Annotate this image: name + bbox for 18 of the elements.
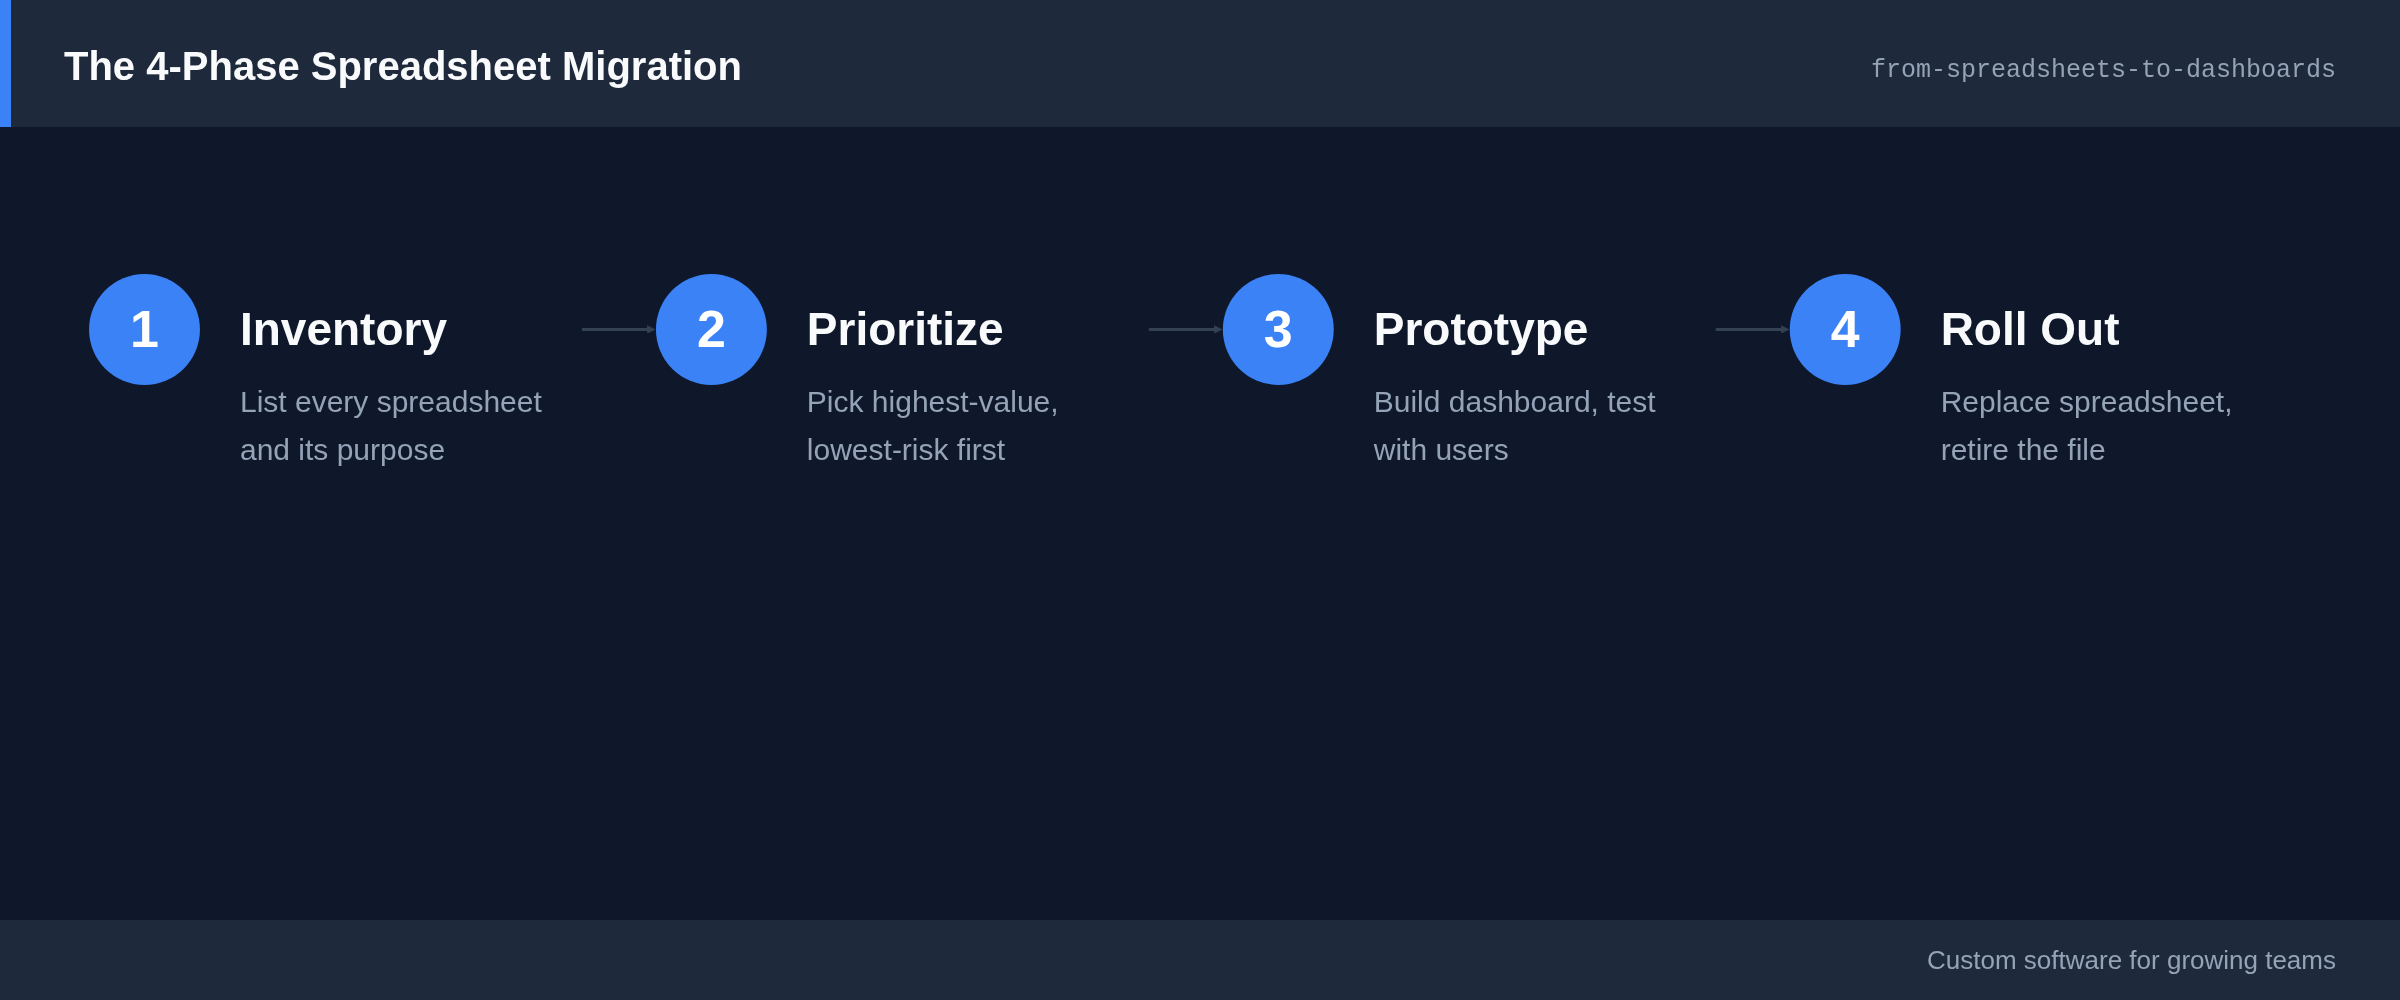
step-heading: Roll Out (1940, 302, 2121, 358)
arrow (581, 325, 656, 334)
step-description: Pick highest-value, lowest-risk first (806, 384, 1060, 469)
step-heading: Inventory (239, 302, 448, 358)
step-heading: Prototype (1373, 302, 1590, 358)
arrow (1715, 325, 1790, 334)
node-circle: 2 (655, 274, 767, 385)
slug-text: from-spreadsheets-to-dashboards (1870, 55, 2336, 87)
node-circle: 4 (1789, 274, 1901, 385)
step-description: Build dashboard, test with users (1373, 384, 1657, 469)
step-heading: Prioritize (806, 302, 1005, 358)
step-description: List every spreadsheet and its purpose (239, 384, 543, 469)
title: The 4-Phase Spreadsheet Migration (64, 43, 742, 90)
node-circle: 3 (1222, 274, 1334, 385)
node-circle: 1 (89, 274, 200, 385)
arrow (1148, 325, 1223, 334)
step-description: Replace spreadsheet, retire the file (1940, 384, 2234, 469)
tagline-text: Custom software for growing teams (1927, 944, 2336, 976)
